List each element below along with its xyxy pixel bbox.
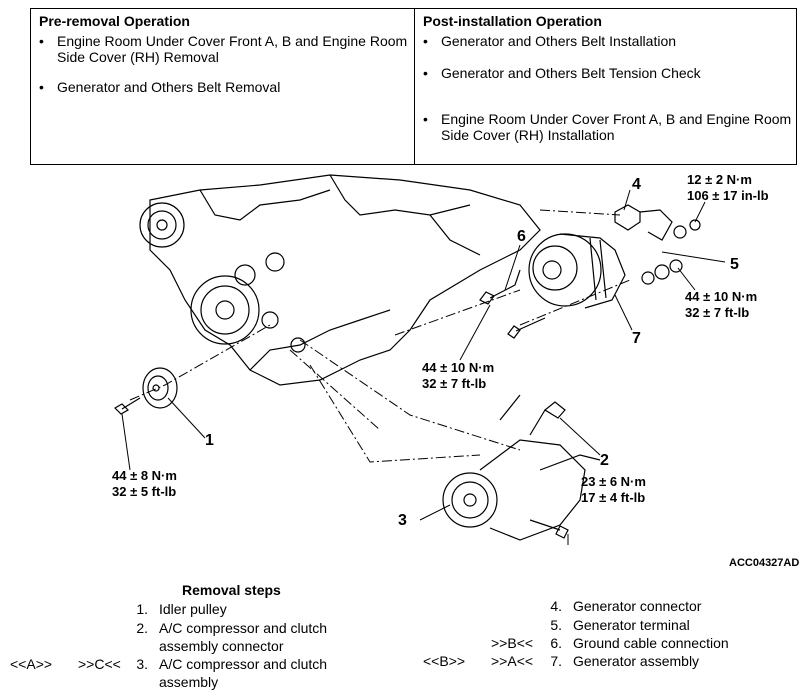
bullet-icon: •: [39, 79, 44, 95]
bolt-3: [529, 519, 569, 539]
list-item: • Engine Room Under Cover Front A, B and…: [39, 33, 408, 65]
generator-connector: [614, 204, 641, 231]
figure-code: ACC04327AD: [729, 557, 800, 569]
operations-table: Pre-removal Operation • Engine Room Unde…: [30, 8, 797, 165]
remove-marker-c: >>C<<: [78, 656, 121, 672]
callout-7: 7: [632, 330, 641, 347]
upper-pulley: [139, 202, 185, 248]
list-item: • Generator and Others Belt Tension Chec…: [423, 65, 701, 81]
callout-2: 2: [600, 452, 609, 469]
pre-removal-column: Pre-removal Operation • Engine Room Unde…: [31, 9, 414, 164]
post-installation-column: Post-installation Operation • Generator …: [415, 9, 797, 164]
crank-pulley: [190, 275, 260, 345]
table-divider: [414, 9, 415, 164]
post-installation-heading: Post-installation Operation: [423, 13, 602, 29]
torque-spec-4: 12 ± 2 N·m 106 ± 17 in-lb: [687, 172, 769, 203]
bullet-icon: •: [423, 111, 428, 127]
bolt-6: [479, 269, 521, 305]
removal-steps-title: Removal steps: [182, 582, 281, 598]
install-marker-b: <<B>>: [423, 653, 466, 669]
bullet-icon: •: [423, 33, 428, 49]
callout-4: 4: [632, 176, 641, 193]
remove-marker-b: >>B<<: [491, 635, 534, 651]
bolt-1: [114, 397, 141, 415]
callout-3: 3: [398, 512, 407, 529]
exploded-diagram: [114, 174, 726, 545]
torque-spec-6: 44 ± 10 N·m 32 ± 7 ft-lb: [422, 360, 495, 391]
idler-pulley: [142, 367, 178, 409]
list-item: • Generator and Others Belt Installation: [423, 33, 677, 49]
pre-removal-heading: Pre-removal Operation: [39, 13, 190, 29]
install-marker-a: <<A>>: [10, 656, 53, 672]
list-item: • Generator and Others Belt Removal: [39, 79, 281, 95]
torque-spec-1: 44 ± 8 N·m 32 ± 5 ft-lb: [112, 468, 177, 499]
callout-5: 5: [730, 256, 739, 273]
bullet-icon: •: [39, 33, 44, 49]
remove-marker-a: >>A<<: [491, 653, 534, 669]
engine-block-outline: [149, 174, 541, 386]
callout-1: 1: [205, 432, 214, 449]
callout-6: 6: [517, 228, 526, 245]
torque-spec-2: 23 ± 6 N·m 17 ± 4 ft-lb: [581, 474, 646, 505]
list-item: • Engine Room Under Cover Front A, B and…: [423, 111, 792, 143]
generator-long-bolt: [507, 317, 546, 339]
bullet-icon: •: [423, 65, 428, 81]
ac-compressor-clutch: [442, 472, 498, 528]
torque-spec-5: 44 ± 10 N·m 32 ± 7 ft-lb: [685, 289, 758, 320]
ac-connector: [543, 401, 566, 419]
ac-compressor-body: [479, 439, 586, 541]
